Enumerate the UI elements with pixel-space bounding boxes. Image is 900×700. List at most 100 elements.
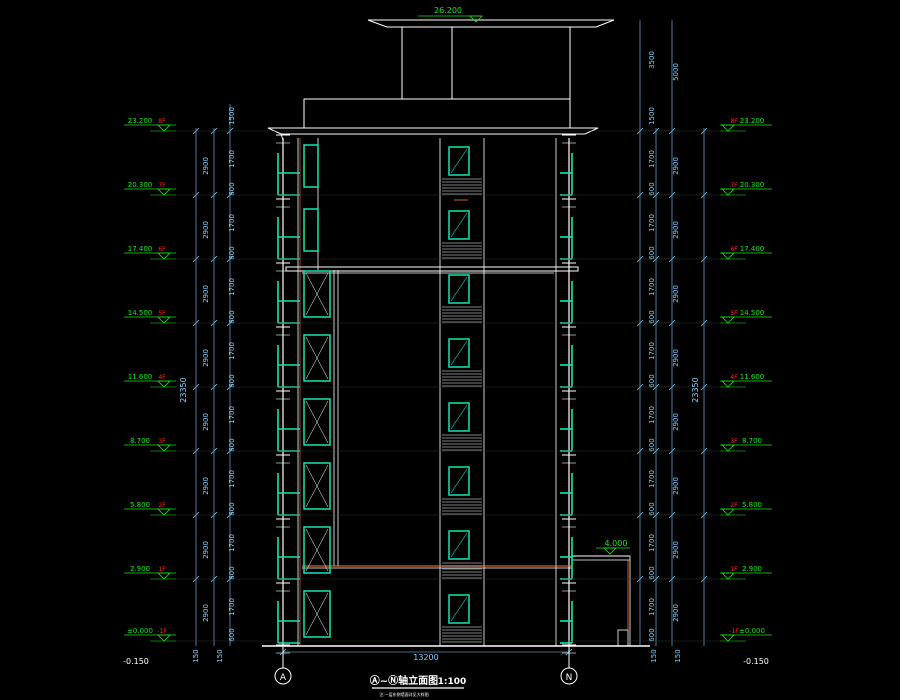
building-outline: [262, 19, 650, 654]
center-window: [448, 594, 470, 624]
sill-height-dim: 600: [648, 246, 656, 259]
window-height-dim: 1700: [648, 534, 656, 552]
sill-height-dim: 600: [648, 628, 656, 641]
center-window-sash: [450, 468, 468, 494]
level-triangle-left: [157, 572, 171, 580]
level-triangle-left: [157, 188, 171, 196]
level-triangle-right: [721, 252, 735, 260]
floor-tag-left: 7F: [158, 182, 166, 189]
window-height-dim: 1700: [648, 342, 656, 360]
sill-height-dim: 600: [648, 310, 656, 323]
window-height-dim: 1700: [648, 598, 656, 616]
floor-tag-left: 8F: [158, 118, 166, 125]
sill-height-dim: 600: [648, 374, 656, 387]
center-window: [448, 530, 470, 560]
level-triangle-right: [721, 572, 735, 580]
upper-bay-window: [303, 208, 319, 252]
floor-tag-right: 7F: [730, 182, 738, 189]
level-triangle-right: [721, 188, 735, 196]
parapet-dim: 1500: [228, 107, 236, 125]
floor-height-dim: 2900: [672, 349, 680, 367]
sill-height-dim: 600: [228, 374, 236, 387]
window-height-dim: 1700: [228, 406, 236, 424]
level-triangle-right: [721, 316, 735, 324]
roof-room-dim: 3500: [648, 51, 656, 69]
drawing-scale: 1:100: [438, 677, 467, 687]
level-triangle-left: [157, 252, 171, 260]
stair-bay-window: [303, 590, 331, 638]
level-value-right: ±0.000: [739, 627, 765, 635]
floor-tag-right: -1F: [729, 628, 739, 635]
floor-tag-right: 8F: [730, 118, 738, 125]
top-elevation-label: 26.200: [434, 6, 462, 15]
window-height-dim: 1700: [228, 598, 236, 616]
stair-bay-window: [303, 526, 331, 574]
floor-tag-left: 1F: [158, 566, 166, 573]
center-window: [448, 402, 470, 432]
sill-height-dim: 600: [228, 246, 236, 259]
level-triangle-right: [721, 508, 735, 516]
window-height-dim: 1700: [648, 278, 656, 296]
level-triangle-left: [157, 508, 171, 516]
floor-height-dim: 2900: [202, 221, 210, 239]
level-triangle-left: [157, 634, 171, 642]
level-value-right: 11.600: [740, 373, 765, 381]
level-value-left: 17.400: [128, 245, 153, 253]
floor-tag-left: 2F: [158, 502, 166, 509]
stair-bay-window: [303, 462, 331, 510]
sill-height-dim: 600: [228, 438, 236, 451]
center-window: [448, 274, 470, 304]
floor-height-dim: 2900: [202, 604, 210, 622]
center-window-sash: [450, 212, 468, 238]
base-dim: 150: [192, 649, 200, 662]
sill-height-dim: 600: [648, 438, 656, 451]
overall-width-label: 13200: [413, 653, 438, 662]
stair-bay-diagonal: [305, 528, 329, 572]
parapet-dim: 1500: [648, 107, 656, 125]
level-value-left: 11.600: [128, 373, 153, 381]
setback-cornice: [285, 266, 579, 272]
floor-tag-left: 5F: [158, 310, 166, 317]
level-value-right: 2.900: [742, 565, 762, 573]
center-window-sash: [450, 532, 468, 558]
floor-height-dim: 2900: [672, 477, 680, 495]
stair-bay-window: [303, 398, 331, 446]
window-height-dim: 1700: [228, 214, 236, 232]
floor-tag-right: 6F: [730, 246, 738, 253]
sill-height-dim: 600: [228, 310, 236, 323]
level-triangle-right: [721, 444, 735, 452]
floor-height-dim: 2900: [202, 541, 210, 559]
center-window: [448, 338, 470, 368]
level-value-right: 8.700: [742, 437, 762, 445]
overall-height-right: 23350: [691, 377, 700, 402]
center-window-sash: [450, 404, 468, 430]
window-height-dim: 1700: [648, 470, 656, 488]
floor-height-dim: 2900: [672, 157, 680, 175]
window-height-dim: 1700: [228, 150, 236, 168]
annex-elevation-label: 4.000: [605, 539, 628, 548]
floor-height-dim: 2900: [202, 285, 210, 303]
floor-height-dim: 2900: [202, 157, 210, 175]
axis-n-bubble: [560, 667, 578, 685]
floor-tag-left: 6F: [158, 246, 166, 253]
stair-bay-window: [303, 334, 331, 382]
level-value-left: 5.800: [130, 501, 150, 509]
sill-height-dim: 600: [648, 566, 656, 579]
floor-tag-right: 2F: [730, 502, 738, 509]
window-height-dim: 1700: [228, 342, 236, 360]
level-triangle-left: [157, 444, 171, 452]
level-triangle-right: [721, 634, 735, 642]
center-window-sash: [450, 148, 468, 174]
base-dim: 150: [650, 649, 658, 662]
level-value-left: 2.900: [130, 565, 150, 573]
floor-height-dim: 2900: [672, 541, 680, 559]
sill-height-dim: 600: [228, 182, 236, 195]
sill-height-dim: 600: [648, 182, 656, 195]
axis-a-label: A: [280, 673, 287, 683]
center-window-sash: [450, 596, 468, 622]
sill-height-dim: 600: [648, 502, 656, 515]
stair-bay-diagonal: [305, 400, 329, 444]
center-window: [448, 466, 470, 496]
